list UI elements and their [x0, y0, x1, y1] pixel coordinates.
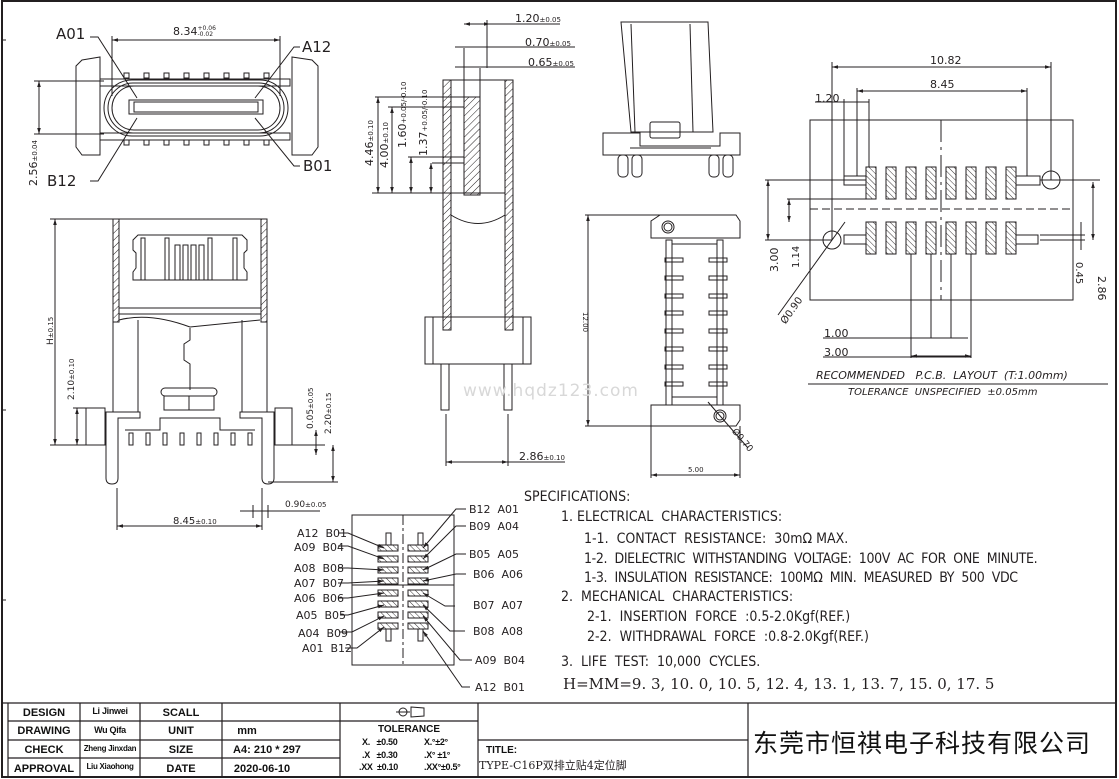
tolerance-linear: X. ±0.50 — [362, 737, 398, 747]
dim-height-h: H±0.15 — [46, 316, 56, 345]
projection-symbol-icon — [396, 706, 425, 718]
tolerance-heading: TOLERANCE — [377, 724, 441, 735]
dim-8-45-pcb: 8.45 — [930, 78, 955, 91]
tb-role: DESIGN — [22, 707, 66, 719]
pinout-label: B12 A01 — [469, 503, 520, 516]
spec-line: 1-1. CONTACT RESISTANCE: 30mΩ MAX. — [584, 531, 849, 547]
tb-name: Li Jinwei — [92, 706, 128, 716]
tb-field: UNIT — [168, 725, 194, 737]
pinout-label: B05 A05 — [469, 548, 520, 561]
tb-field: SIZE — [168, 744, 194, 756]
tolerance-linear: .X ±0.30 — [362, 750, 398, 760]
spec-line: 1. ELECTRICAL CHARACTERISTICS: — [561, 509, 783, 525]
tb-field: SCALL — [162, 707, 200, 719]
front-view — [50, 218, 338, 530]
pin-label-a12: A12 — [302, 38, 332, 56]
dim-5-00: 5.00 — [688, 466, 704, 474]
title-label: TITLE: — [486, 745, 518, 756]
tolerance-angular: X.°±2° — [424, 737, 448, 747]
top-view — [34, 36, 319, 182]
tb-value: mm — [237, 725, 257, 737]
pinout-label: A12 B01 — [297, 527, 348, 540]
pinout-label: A09 B04 — [475, 654, 526, 667]
tb-field: DATE — [166, 763, 196, 775]
tb-name: Wu Qifa — [94, 725, 126, 735]
tolerance-linear: .XX ±0.10 — [359, 762, 398, 772]
tb-role: DRAWING — [17, 725, 71, 737]
bottom-view — [585, 214, 749, 478]
pcb-layout-tolerance: TOLERANCE UNSPECIFIED ±0.05mm — [848, 387, 1038, 398]
pinout-label: B06 A06 — [473, 568, 524, 581]
dim-1-14-pcb: 1.14 — [791, 245, 802, 268]
dim-3-00-pcb: 3.00 — [768, 247, 781, 273]
pinout-label: A01 B12 — [302, 642, 353, 655]
dim-2-10: 2.10±0.10 — [67, 358, 77, 401]
tolerance-angular: .XX°±0.5° — [424, 762, 461, 772]
available-heights: H=MM=9. 3, 10. 0, 10. 5, 12. 4, 13. 1, 1… — [563, 675, 995, 693]
company-name: 东莞市恒祺电子科技有限公司 — [753, 729, 1092, 758]
pinout-label: A12 B01 — [475, 681, 526, 694]
spec-line: 1-3. INSULATION RESISTANCE: 100MΩ MIN. M… — [584, 570, 1018, 586]
dim-0-45-pcb: 0.45 — [1073, 262, 1084, 285]
title-block — [2, 702, 1116, 778]
spec-line: 2-2. WITHDRAWAL FORCE :0.8-2.0Kgf(REF.) — [587, 629, 869, 645]
side-section-view — [372, 20, 575, 466]
tolerance-angular: .X° ±1° — [424, 750, 451, 760]
dim-10-82: 10.82 — [930, 54, 962, 67]
dim-8-45: 8.45±0.10 — [173, 516, 217, 527]
tb-role: APPROVAL — [13, 763, 75, 775]
pcb-layout-title: RECOMMENDED P.C.B. LAYOUT (T:1.00mm) — [816, 369, 1068, 382]
pcb-layout-view — [765, 62, 1108, 385]
dim-1-60: 1.60+0.05/-0.10 — [396, 81, 409, 148]
dim-4-00: 4.00±0.10 — [378, 122, 391, 168]
tb-value: 2020-06-10 — [233, 763, 291, 775]
isometric-view — [602, 21, 741, 178]
dim-0-90: 0.90±0.05 — [285, 500, 327, 510]
dim-1-20-pcb: 1.20 — [815, 92, 840, 105]
pinout-label: A06 B06 — [294, 592, 345, 605]
dim-12-00: 12.00 — [581, 312, 589, 333]
pinout-label: A09 B04 — [294, 541, 345, 554]
pinout-label: A07 B07 — [294, 577, 345, 590]
dim-2-86-pcb: 2.86 — [1095, 276, 1108, 301]
spec-heading: SPECIFICATIONS: — [524, 489, 631, 505]
pinout-label: B08 A08 — [473, 625, 524, 638]
dim-3-00-pitch: 3.00 — [824, 346, 849, 359]
pinout-label: A04 B09 — [298, 627, 349, 640]
pinout-label: A05 B05 — [296, 609, 347, 622]
pinout-label: A08 B08 — [294, 562, 345, 575]
dim-0-70: 0.70±0.05 — [525, 36, 571, 49]
watermark: www.hqdz123.com — [463, 381, 639, 401]
tb-name: Liu Xiaohong — [86, 762, 134, 771]
spec-line: 1-2. DIELECTRIC WITHSTANDING VOLTAGE: 10… — [584, 551, 1038, 567]
dim-2-20: 2.20±0.15 — [324, 392, 334, 435]
dim-2-86: 2.86±0.10 — [519, 450, 565, 463]
dim-width-8-34: 8.34+0.06-0.02 — [173, 25, 216, 38]
dim-height-2-56: 2.56±0.04 — [27, 140, 40, 186]
tb-role: CHECK — [24, 744, 64, 756]
pin-label-b12: B12 — [47, 172, 77, 190]
pin-label-b01: B01 — [303, 157, 333, 175]
dim-0-05: 0.05±0.05 — [306, 387, 316, 430]
pinout-label: B07 A07 — [473, 599, 524, 612]
spec-line: 2-1. INSERTION FORCE :0.5-2.0Kgf(REF.) — [587, 609, 851, 625]
dim-1-20: 1.20±0.05 — [515, 12, 561, 25]
title-value: TYPE-C16P双排立贴4定位脚 — [479, 759, 627, 772]
dim-4-46: 4.46±0.10 — [363, 120, 376, 166]
pinout-label: B09 A04 — [469, 520, 520, 533]
tb-name: Zheng Jinxdan — [83, 744, 137, 753]
dim-1-00-pcb: 1.00 — [824, 327, 849, 340]
pinout-diagram — [338, 508, 472, 688]
dim-1-37: 1.37+0.05/-0.10 — [417, 89, 430, 156]
spec-line: 2. MECHANICAL CHARACTERISTICS: — [561, 589, 794, 605]
dim-0-65: 0.65±0.05 — [528, 56, 574, 69]
pin-label-a01: A01 — [56, 25, 86, 43]
spec-line: 3. LIFE TEST: 10,000 CYCLES. — [561, 654, 761, 670]
tb-value: A4: 210 * 297 — [233, 744, 301, 756]
